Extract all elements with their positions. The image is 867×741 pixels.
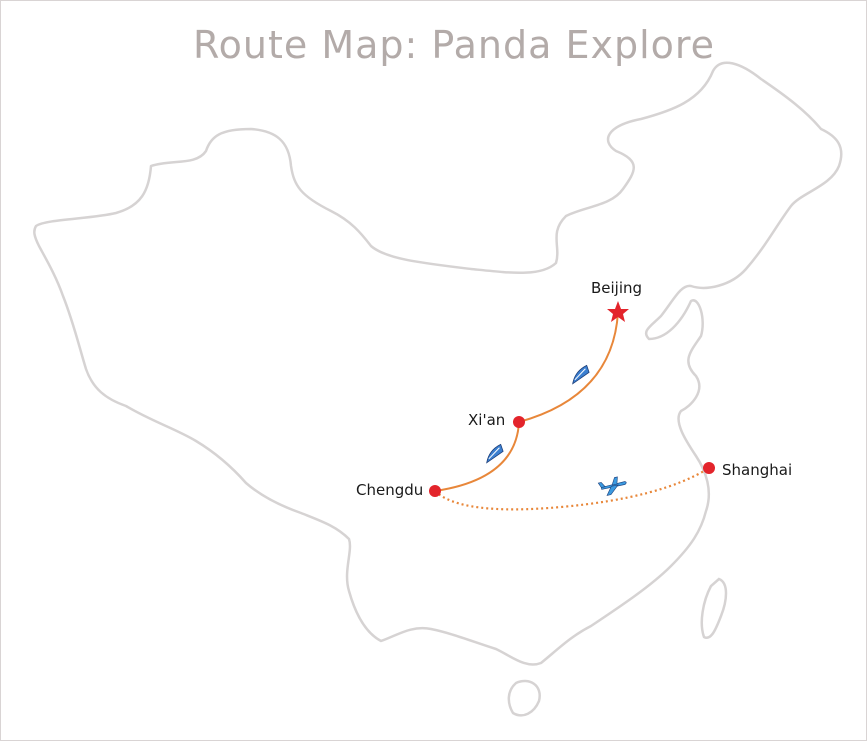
plane-icon (597, 476, 627, 496)
train-icon (486, 443, 504, 464)
chengdu-marker (429, 485, 441, 497)
xian-marker (513, 416, 525, 428)
shanghai-marker (703, 462, 715, 474)
china-outline (33, 61, 843, 666)
beijing-star-marker (607, 301, 629, 322)
taiwan-outline (700, 577, 728, 639)
city-label-beijing: Beijing (591, 279, 643, 297)
route-chengdu-shanghai (434, 467, 710, 511)
map-title: Route Map: Panda Explore (192, 23, 716, 67)
city-label-xian: Xi'an (468, 411, 506, 429)
city-label-chengdu: Chengdu (356, 481, 424, 499)
hainan-outline (507, 679, 541, 717)
city-label-shanghai: Shanghai (722, 461, 793, 479)
route-chengdu-xian (434, 421, 520, 492)
train-icon (572, 364, 590, 385)
route-xian-beijing (518, 311, 619, 423)
